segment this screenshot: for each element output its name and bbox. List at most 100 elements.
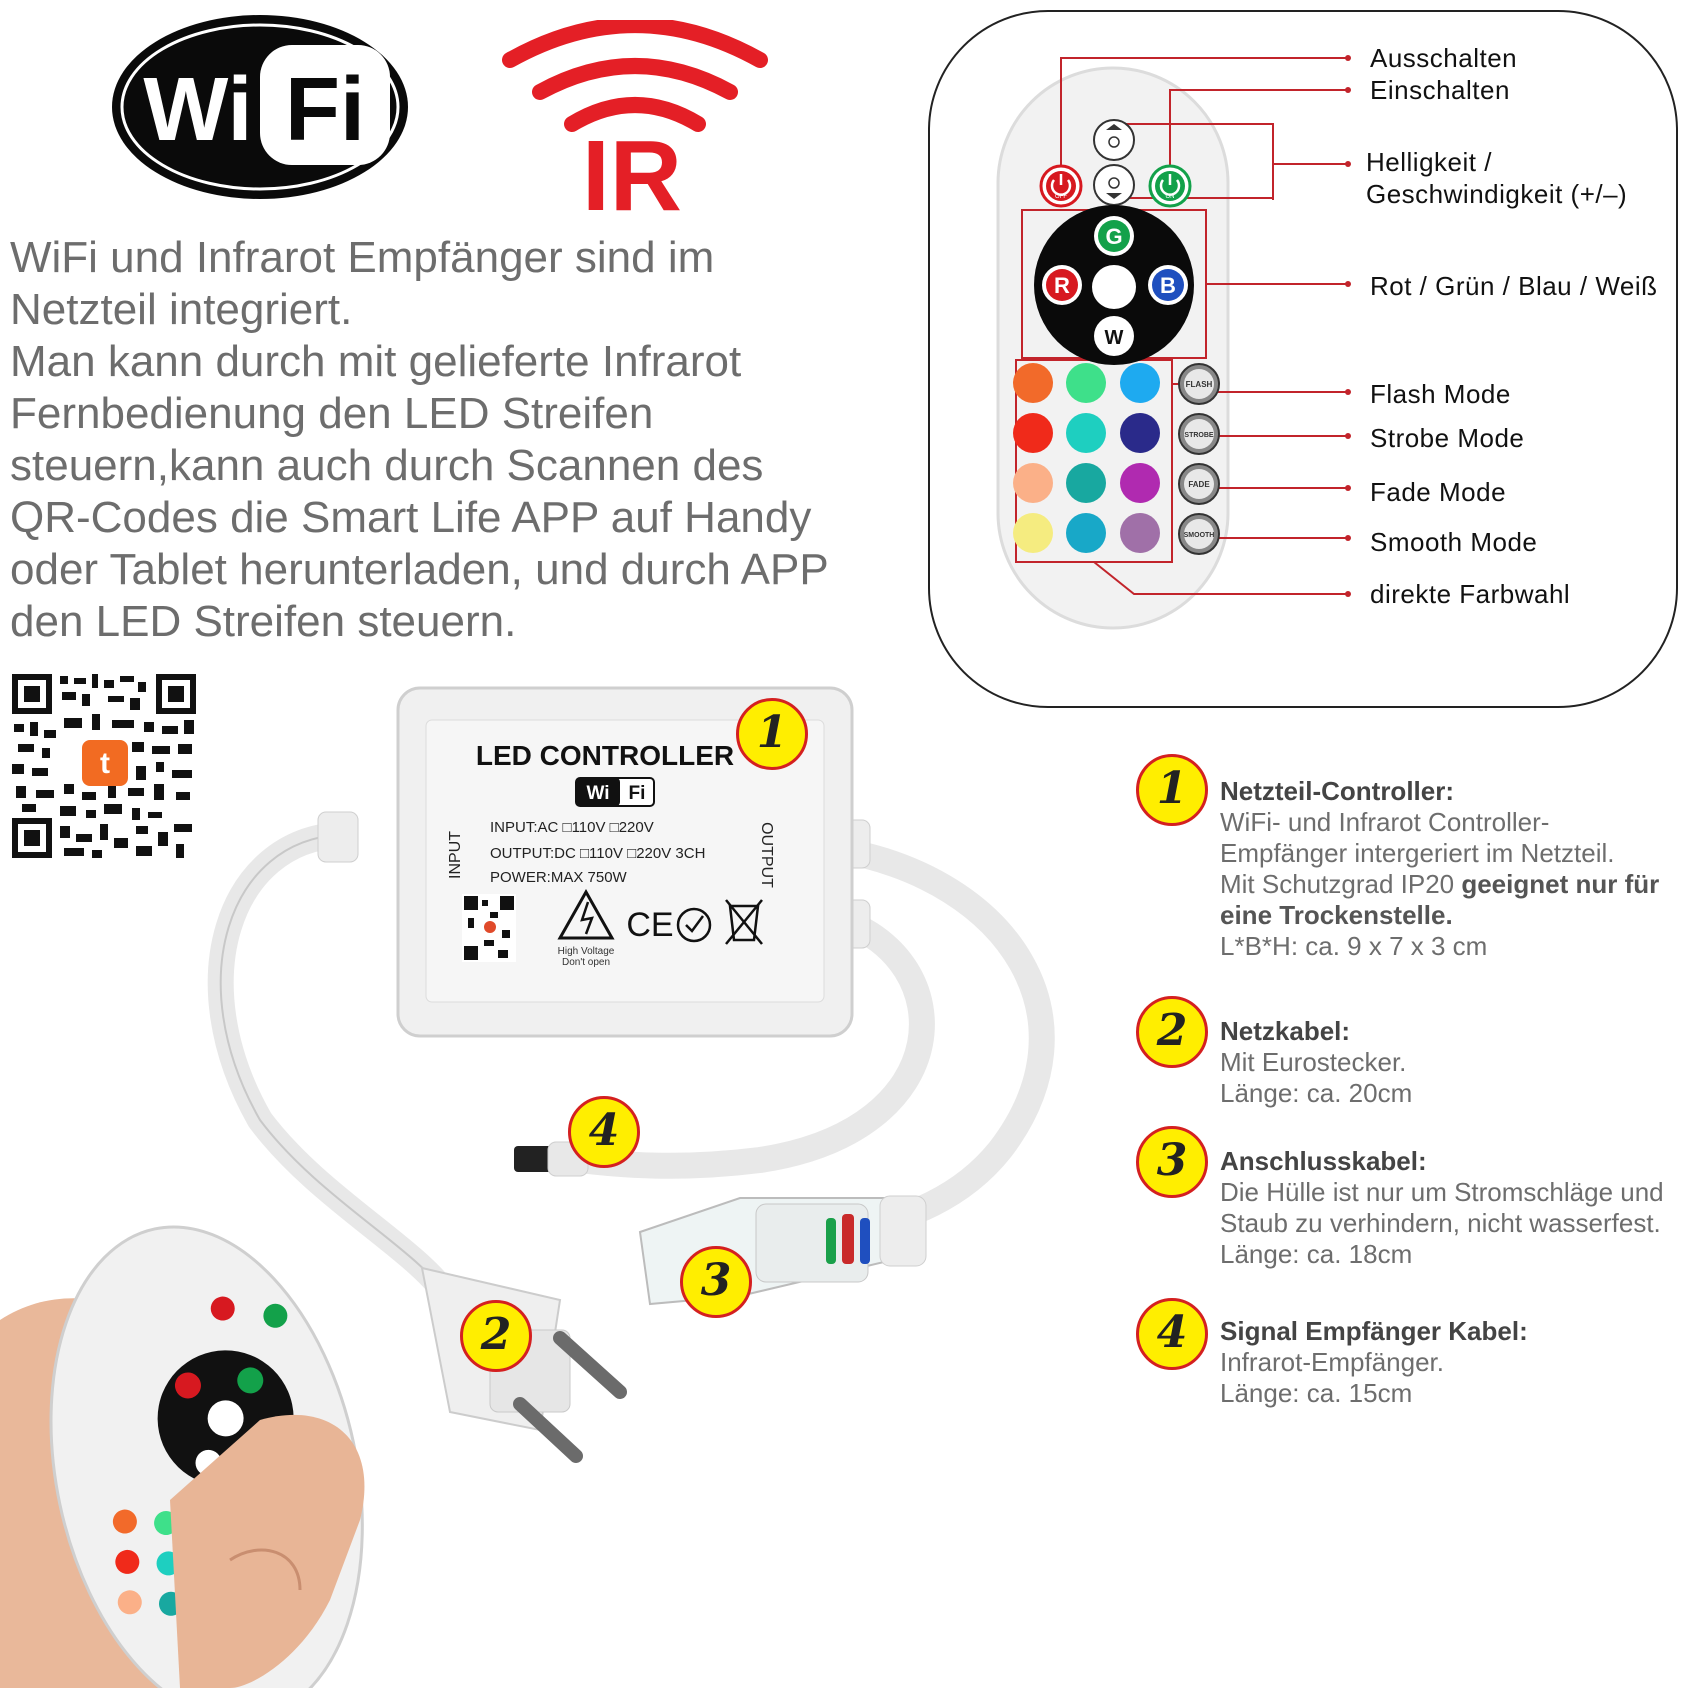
label-flash: Flash Mode [1370, 379, 1511, 409]
red-button-label: R [1054, 273, 1070, 298]
green-button-label: G [1105, 224, 1122, 249]
label-direct: direkte Farbwahl [1370, 579, 1571, 609]
color-button[interactable] [1120, 513, 1160, 553]
brightness-down-button [1093, 164, 1135, 206]
hand-with-remote [0, 1225, 365, 1688]
controller-photo: LED CONTROLLER Wi Fi INPUT:AC □110V □220… [0, 686, 1055, 1688]
color-button[interactable] [1120, 363, 1160, 403]
legend-item-3: Anschlusskabel: Die Hülle ist nur um Str… [1220, 1146, 1688, 1270]
intro-line: steuern,kann auch durch Scannen des [10, 441, 764, 490]
off-button: OFF [1039, 164, 1083, 208]
green-button: G [1094, 216, 1134, 256]
legend-head: Anschlusskabel: [1220, 1146, 1427, 1176]
intro-line: WiFi und Infrarot Empfänger sind im [10, 233, 715, 282]
intro-line: den LED Streifen steuern. [10, 597, 517, 646]
blue-button: B [1148, 265, 1188, 305]
legend-line: Empfänger intergeriert im Netzteil. [1220, 838, 1615, 868]
euro-plug [420, 1266, 627, 1463]
label-strobe: Strobe Mode [1370, 423, 1525, 453]
ce-mark: CE [626, 906, 673, 944]
photo-badge-1: 1 [736, 698, 808, 770]
legend-badge-2: 2 [1136, 996, 1208, 1068]
ir-logo: IR [502, 20, 768, 220]
ir-logo-text: IR [582, 120, 682, 220]
blue-button-label: B [1160, 273, 1176, 298]
red-button: R [1042, 265, 1082, 305]
photo-badge-2: 2 [460, 1300, 532, 1372]
legend-line: L*B*H: ca. 9 x 7 x 3 cm [1220, 931, 1488, 961]
legend-line: Länge: ca. 20cm [1220, 1078, 1413, 1108]
color-grid [1013, 363, 1160, 553]
intro-line: QR-Codes die Smart Life APP auf Handy [10, 493, 812, 542]
color-button[interactable] [1013, 463, 1053, 503]
color-button[interactable] [1013, 413, 1053, 453]
warning-text-2: Don't open [562, 957, 610, 968]
legend-line: Länge: ca. 18cm [1220, 1239, 1413, 1269]
warning-text-1: High Voltage [558, 946, 615, 957]
legend-head: Netzkabel: [1220, 1016, 1351, 1046]
strobe-button-label: STROBE [1184, 432, 1214, 439]
app-icon-letter: t [100, 747, 110, 780]
color-button[interactable] [1066, 463, 1106, 503]
intro-line: Man kann durch mit gelieferte Infrarot [10, 337, 742, 386]
color-button[interactable] [1066, 513, 1106, 553]
controller-side-input: INPUT [447, 831, 464, 879]
label-smooth: Smooth Mode [1370, 527, 1538, 557]
flash-button: FLASH [1178, 363, 1220, 405]
ir-receiver-head [514, 1146, 552, 1172]
intro-line: oder Tablet herunterladen, und durch APP [10, 545, 829, 594]
legend-item-1: Netzteil-Controller: WiFi- und Infrarot … [1220, 776, 1688, 962]
fade-button: FADE [1178, 463, 1220, 505]
color-button[interactable] [1120, 413, 1160, 453]
strobe-button: STROBE [1178, 413, 1220, 455]
weee-icon [725, 899, 763, 945]
controller-input-line: INPUT:AC □110V □220V [490, 819, 654, 836]
smart-life-qr-code[interactable]: t [12, 674, 196, 858]
legend-line: Staub zu verhindern, nicht wasserfest. [1220, 1208, 1661, 1238]
legend-line: Infrarot-Empfänger. [1220, 1347, 1444, 1377]
smooth-button: SMOOTH [1178, 513, 1220, 555]
controller-power-line: POWER:MAX 750W [490, 869, 628, 886]
controller-wifi-left: Wi [586, 783, 609, 804]
label-rgbw: Rot / Grün / Blau / Weiß [1370, 271, 1658, 301]
label-brightness-2: Geschwindigkeit (+/–) [1366, 179, 1628, 209]
controller-side-output: OUTPUT [758, 822, 775, 888]
controller-qr-code [462, 894, 516, 962]
legend-item-4: Signal Empfänger Kabel: Infrarot-Empfäng… [1220, 1316, 1688, 1409]
color-button[interactable] [1066, 363, 1106, 403]
color-button[interactable] [1013, 363, 1053, 403]
wifi-logo-left-text: Wi [143, 60, 252, 160]
wifi-logo-right-text: Fi [285, 60, 365, 160]
controller-output-line: OUTPUT:DC □110V □220V 3CH [490, 845, 705, 862]
label-off: Ausschalten [1370, 43, 1518, 73]
on-button: ON [1148, 164, 1192, 208]
intro-line: Fernbedienung den LED Streifen [10, 389, 654, 438]
legend-head: Netzteil-Controller: [1220, 776, 1454, 806]
white-button: W [1094, 316, 1134, 356]
fade-button-label: FADE [1188, 480, 1210, 489]
flash-button-label: FLASH [1186, 380, 1213, 389]
white-button-label: W [1105, 327, 1124, 349]
legend-badge-4: 4 [1136, 1298, 1208, 1370]
brightness-up-button [1093, 119, 1135, 161]
legend-item-2: Netzkabel: Mit Eurostecker. Länge: ca. 2… [1220, 1016, 1688, 1109]
intro-line: Netzteil integriert. [10, 285, 353, 334]
photo-badge-3: 3 [680, 1246, 752, 1318]
wifi-logo: Wi Fi [112, 15, 408, 199]
legend-head: Signal Empfänger Kabel: [1220, 1316, 1528, 1346]
smart-life-app-icon [82, 740, 128, 786]
legend-badge-3: 3 [1136, 1126, 1208, 1198]
remote-diagram: OFF ON G R B W FLASH STROBE FADE SMOOTH [996, 55, 1351, 630]
off-button-label: OFF [1055, 194, 1067, 200]
receiver-cable [567, 907, 935, 1179]
color-button[interactable] [1013, 513, 1053, 553]
photo-badge-4: 4 [568, 1096, 640, 1168]
intro-text: WiFi und Infrarot Empfänger sind im Netz… [10, 232, 930, 648]
color-button[interactable] [1120, 463, 1160, 503]
legend-line: Die Hülle ist nur um Stromschläge und [1220, 1177, 1664, 1207]
smooth-button-label: SMOOTH [1184, 532, 1215, 539]
label-brightness-1: Helligkeit / [1366, 147, 1492, 177]
color-button[interactable] [1066, 413, 1106, 453]
label-on: Einschalten [1370, 75, 1510, 105]
legend-line: Mit Schutzgrad IP20 geeignet nur für [1220, 869, 1660, 899]
